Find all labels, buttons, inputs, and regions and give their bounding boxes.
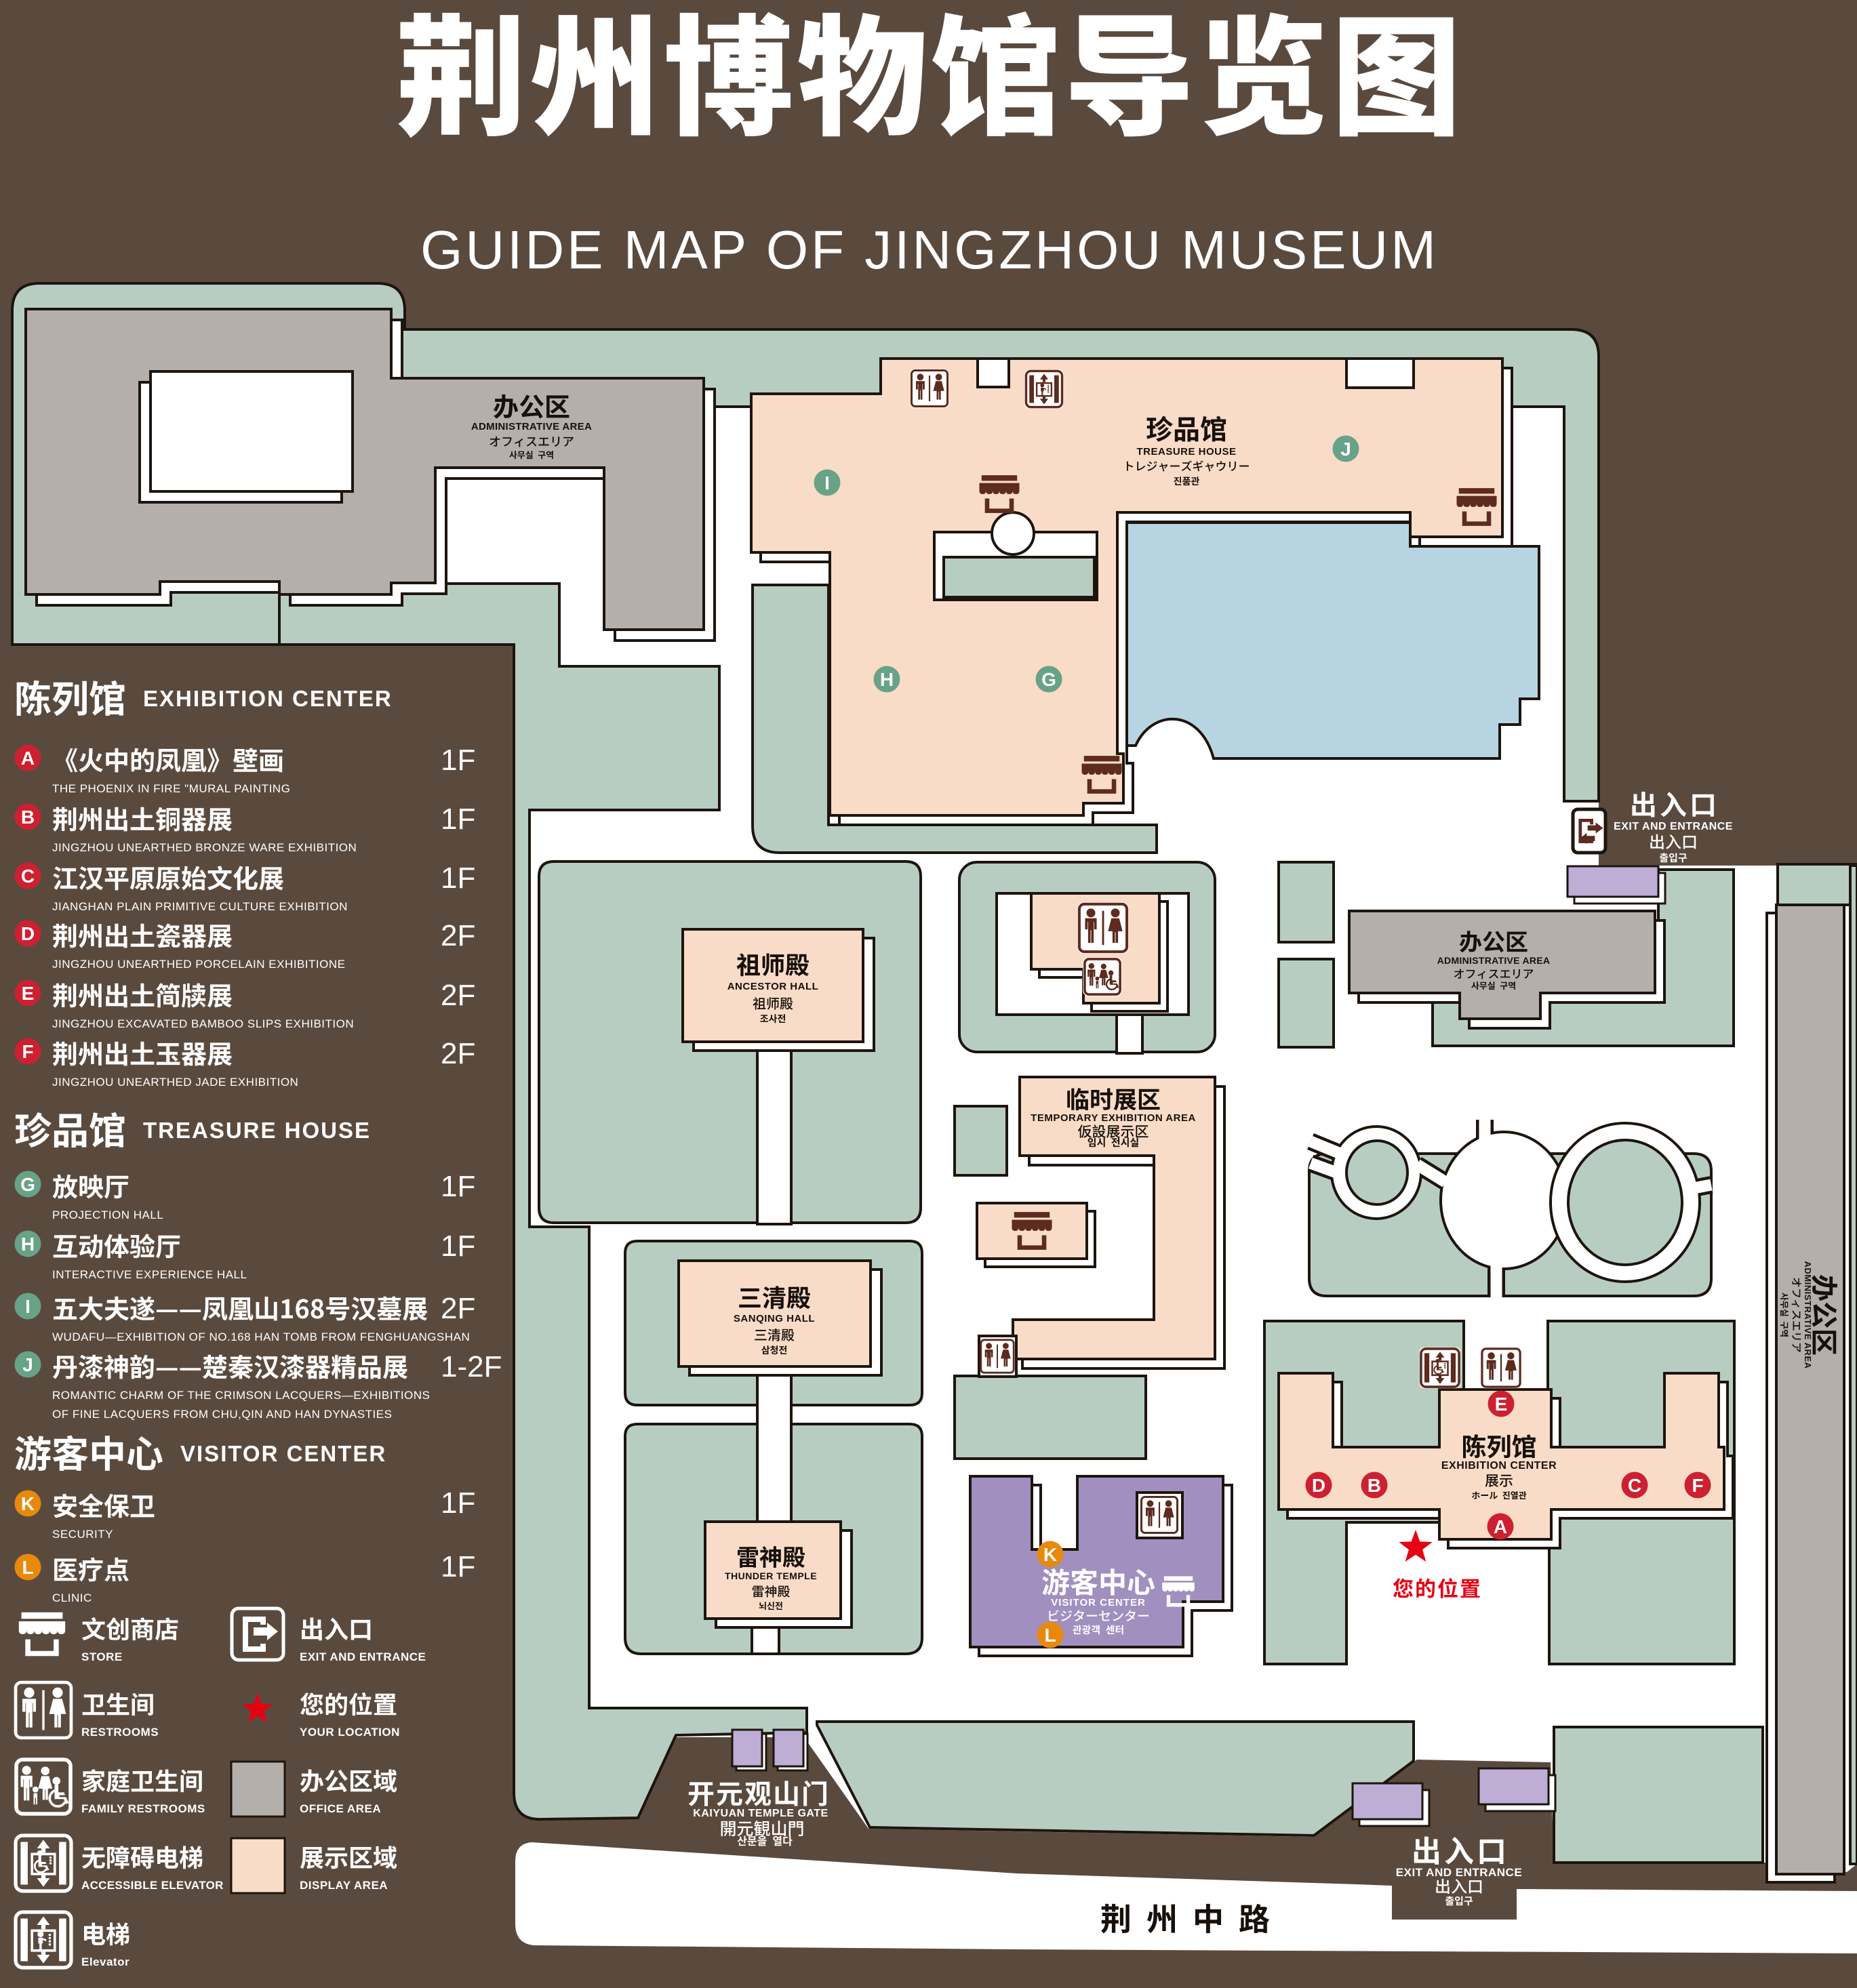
svg-text:2F: 2F: [441, 1037, 475, 1070]
svg-text:J: J: [1340, 439, 1351, 460]
svg-text:L: L: [1044, 1625, 1056, 1646]
svg-text:KAIYUAN TEMPLE GATE: KAIYUAN TEMPLE GATE: [693, 1808, 828, 1819]
svg-text:H: H: [880, 669, 894, 690]
svg-text:OFFICE AREA: OFFICE AREA: [300, 1802, 381, 1815]
svg-text:OF FINE LACQUERS FROM CHU,QIN: OF FINE LACQUERS FROM CHU,QIN AND HAN DY…: [52, 1408, 392, 1421]
svg-text:JIANGHAN PLAIN PRIMITIVE CULTU: JIANGHAN PLAIN PRIMITIVE CULTURE EXHIBIT…: [52, 900, 348, 913]
svg-text:2F: 2F: [441, 1292, 475, 1325]
svg-text:1F: 1F: [441, 1170, 475, 1203]
svg-text:DISPLAY AREA: DISPLAY AREA: [300, 1879, 388, 1892]
svg-text:F: F: [1692, 1475, 1703, 1496]
svg-text:GUIDE MAP OF JINGZHOU MUSEUM: GUIDE MAP OF JINGZHOU MUSEUM: [420, 220, 1439, 280]
svg-text:A: A: [1494, 1516, 1507, 1537]
svg-text:I: I: [25, 1296, 31, 1317]
svg-text:CLINIC: CLINIC: [52, 1591, 92, 1604]
svg-text:1F: 1F: [441, 1230, 475, 1263]
svg-text:INTERACTIVE EXPERIENCE HALL: INTERACTIVE EXPERIENCE HALL: [52, 1268, 247, 1281]
svg-text:TEMPORARY EXHIBITION AREA: TEMPORARY EXHIBITION AREA: [1031, 1112, 1196, 1124]
svg-text:ADMINISTRATIVE AREA: ADMINISTRATIVE AREA: [1437, 955, 1551, 966]
svg-text:JINGZHOU EXCAVATED BAMBOO SLIP: JINGZHOU EXCAVATED BAMBOO SLIPS EXHIBITI…: [52, 1017, 354, 1030]
svg-text:H: H: [21, 1234, 35, 1255]
svg-text:FAMILY RESTROOMS: FAMILY RESTROOMS: [81, 1802, 205, 1815]
svg-text:2F: 2F: [441, 979, 475, 1012]
svg-text:K: K: [21, 1493, 35, 1514]
svg-text:B: B: [1367, 1475, 1381, 1496]
svg-text:C: C: [1628, 1475, 1641, 1496]
svg-text:G: G: [1041, 669, 1056, 690]
svg-text:F: F: [22, 1041, 33, 1062]
svg-text:STORE: STORE: [81, 1650, 123, 1663]
svg-text:Elevator: Elevator: [81, 1955, 129, 1968]
svg-text:EXIT AND ENTRANCE: EXIT AND ENTRANCE: [1396, 1866, 1522, 1879]
svg-text:E: E: [22, 983, 35, 1004]
svg-text:A: A: [21, 748, 35, 769]
svg-text:YOUR LOCATION: YOUR LOCATION: [300, 1726, 400, 1739]
svg-text:EXHIBITION CENTER: EXHIBITION CENTER: [1441, 1460, 1557, 1472]
svg-text:EXIT AND ENTRANCE: EXIT AND ENTRANCE: [1614, 821, 1733, 832]
svg-text:D: D: [21, 923, 35, 944]
svg-text:ACCESSIBLE ELEVATOR: ACCESSIBLE ELEVATOR: [81, 1879, 224, 1892]
svg-text:THE PHOENIX IN FIRE "MURAL PAI: THE PHOENIX IN FIRE "MURAL PAINTING: [52, 782, 290, 795]
svg-text:ADMINISTRATIVE AREA: ADMINISTRATIVE AREA: [471, 421, 592, 432]
svg-text:EXHIBITION CENTER: EXHIBITION CENTER: [143, 686, 393, 711]
svg-text:ADMINISTRATIVE AREA: ADMINISTRATIVE AREA: [1803, 1261, 1813, 1369]
svg-text:B: B: [21, 807, 35, 828]
svg-text:WUDAFU—EXHIBITION OF NO.168 HA: WUDAFU—EXHIBITION OF NO.168 HAN TOMB FRO…: [52, 1331, 470, 1343]
svg-text:L: L: [22, 1557, 33, 1578]
svg-text:1F: 1F: [441, 861, 475, 895]
svg-text:E: E: [1495, 1394, 1508, 1415]
svg-text:1F: 1F: [441, 1550, 475, 1583]
svg-text:SANQING HALL: SANQING HALL: [734, 1313, 815, 1324]
svg-text:THUNDER TEMPLE: THUNDER TEMPLE: [725, 1570, 817, 1581]
svg-text:J: J: [22, 1354, 33, 1375]
svg-text:JINGZHOU UNEARTHED JADE EXHIBI: JINGZHOU UNEARTHED JADE EXHIBITION: [52, 1076, 298, 1089]
svg-text:SECURITY: SECURITY: [52, 1528, 113, 1541]
svg-text:1F: 1F: [441, 744, 475, 777]
svg-text:ANCESTOR HALL: ANCESTOR HALL: [727, 981, 819, 992]
svg-text:JINGZHOU UNEARTHED PORCELAIN E: JINGZHOU UNEARTHED PORCELAIN EXHIBITIONE: [52, 958, 345, 971]
svg-text:G: G: [20, 1174, 35, 1195]
svg-text:TREASURE HOUSE: TREASURE HOUSE: [1136, 446, 1236, 458]
svg-text:D: D: [1312, 1475, 1325, 1496]
svg-text:PROJECTION HALL: PROJECTION HALL: [52, 1209, 163, 1221]
svg-text:RESTROOMS: RESTROOMS: [81, 1726, 159, 1739]
svg-text:ROMANTIC CHARM OF THE CRIMSON: ROMANTIC CHARM OF THE CRIMSON LACQUERS—E…: [52, 1389, 430, 1402]
svg-text:VISITOR CENTER: VISITOR CENTER: [1051, 1597, 1146, 1608]
svg-text:TREASURE HOUSE: TREASURE HOUSE: [143, 1118, 371, 1143]
svg-text:1F: 1F: [441, 803, 475, 836]
svg-text:I: I: [824, 472, 830, 493]
svg-text:K: K: [1043, 1544, 1057, 1565]
svg-text:EXIT AND ENTRANCE: EXIT AND ENTRANCE: [300, 1650, 426, 1663]
svg-text:1F: 1F: [441, 1486, 475, 1520]
svg-text:2F: 2F: [441, 919, 475, 952]
svg-text:C: C: [21, 866, 35, 887]
svg-text:VISITOR CENTER: VISITOR CENTER: [180, 1441, 386, 1466]
svg-text:JINGZHOU UNEARTHED BRONZE WARE: JINGZHOU UNEARTHED BRONZE WARE EXHIBITIO…: [52, 841, 357, 854]
svg-text:1-2F: 1-2F: [441, 1350, 502, 1383]
